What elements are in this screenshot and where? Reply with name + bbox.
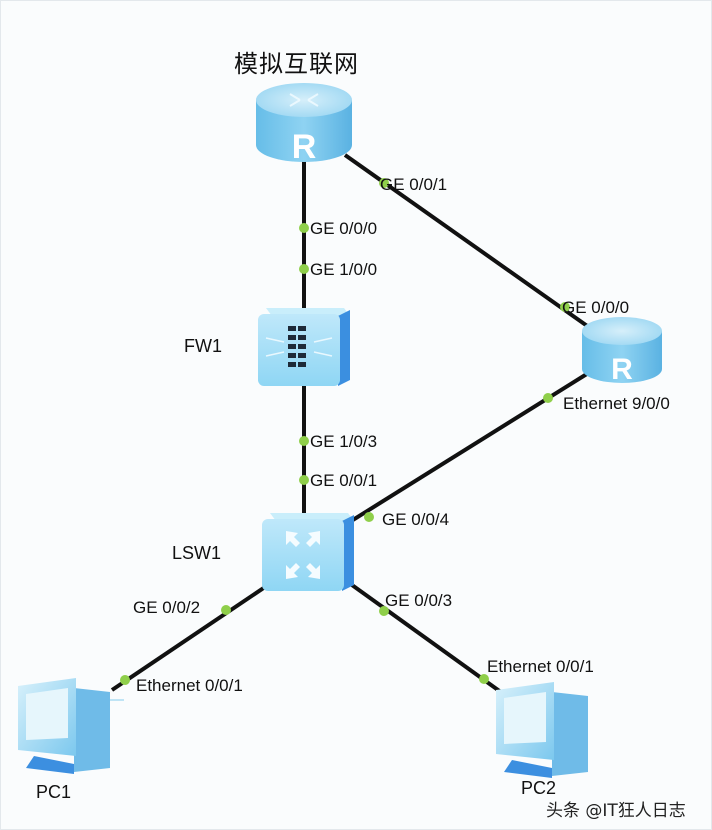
internet-router-name: 模拟互联网 [234,50,359,78]
port-dot-lsw-ge004[interactable] [364,512,374,522]
port-label-inet-ge001: GE 0/0/1 [380,175,448,194]
device-label-pc1: PC1 [36,782,72,802]
port-dot-fw-ge100[interactable] [299,264,309,274]
link-lsw1-pc1 [110,583,270,692]
device-label-fw1: FW1 [184,336,222,356]
port-dot-pc2-eth001[interactable] [479,674,489,684]
link-r2-lsw1 [338,370,592,530]
link-lsw1-pc2 [343,578,507,697]
device-label-lsw1: LSW1 [172,543,222,563]
port-label-fw-ge103: GE 1/0/3 [310,432,378,451]
port-dot-lsw-ge003[interactable] [379,606,389,616]
svg-text:R: R [611,353,633,386]
port-dot-pc1-eth001[interactable] [120,675,130,685]
port-dot-lsw-ge002[interactable] [221,605,231,615]
svg-text:R: R [292,128,317,166]
port-dot-r2-ge000[interactable] [560,302,570,312]
port-label-pc2-eth001: Ethernet 0/0/1 [487,657,594,676]
port-label-r2-ge000: GE 0/0/0 [562,298,630,317]
port-label-fw-ge100: GE 1/0/0 [310,260,378,279]
port-dot-r2-eth900[interactable] [543,393,553,403]
port-dot-inet-ge001[interactable] [379,178,389,188]
port-label-inet-ge000: GE 0/0/0 [310,219,378,238]
port-label-pc1-eth001: Ethernet 0/0/1 [136,676,243,695]
port-label-r2-eth900: Ethernet 9/0/0 [563,394,670,413]
port-label-lsw-ge003: GE 0/0/3 [385,591,453,610]
port-dots [120,178,570,685]
pc1-icon[interactable] [18,678,124,774]
port-label-lsw-ge004: GE 0/0/4 [382,510,450,529]
router-internet-icon[interactable]: R [256,83,352,166]
device-label-pc2: PC2 [521,778,557,798]
port-label-lsw-ge002: GE 0/0/2 [133,598,201,617]
switch-lsw1-icon[interactable] [262,513,354,591]
port-dot-inet-ge000[interactable] [299,223,309,233]
pc2-icon[interactable] [496,682,588,778]
port-dot-lsw-ge001[interactable] [299,475,309,485]
port-dot-fw-ge103[interactable] [299,436,309,446]
watermark: 头条 @IT狂人日志 [546,801,686,821]
firewall-fw1-icon[interactable] [258,308,350,386]
router-r2-icon[interactable]: R [582,317,662,386]
port-label-lsw-ge001: GE 0/0/1 [310,471,378,490]
